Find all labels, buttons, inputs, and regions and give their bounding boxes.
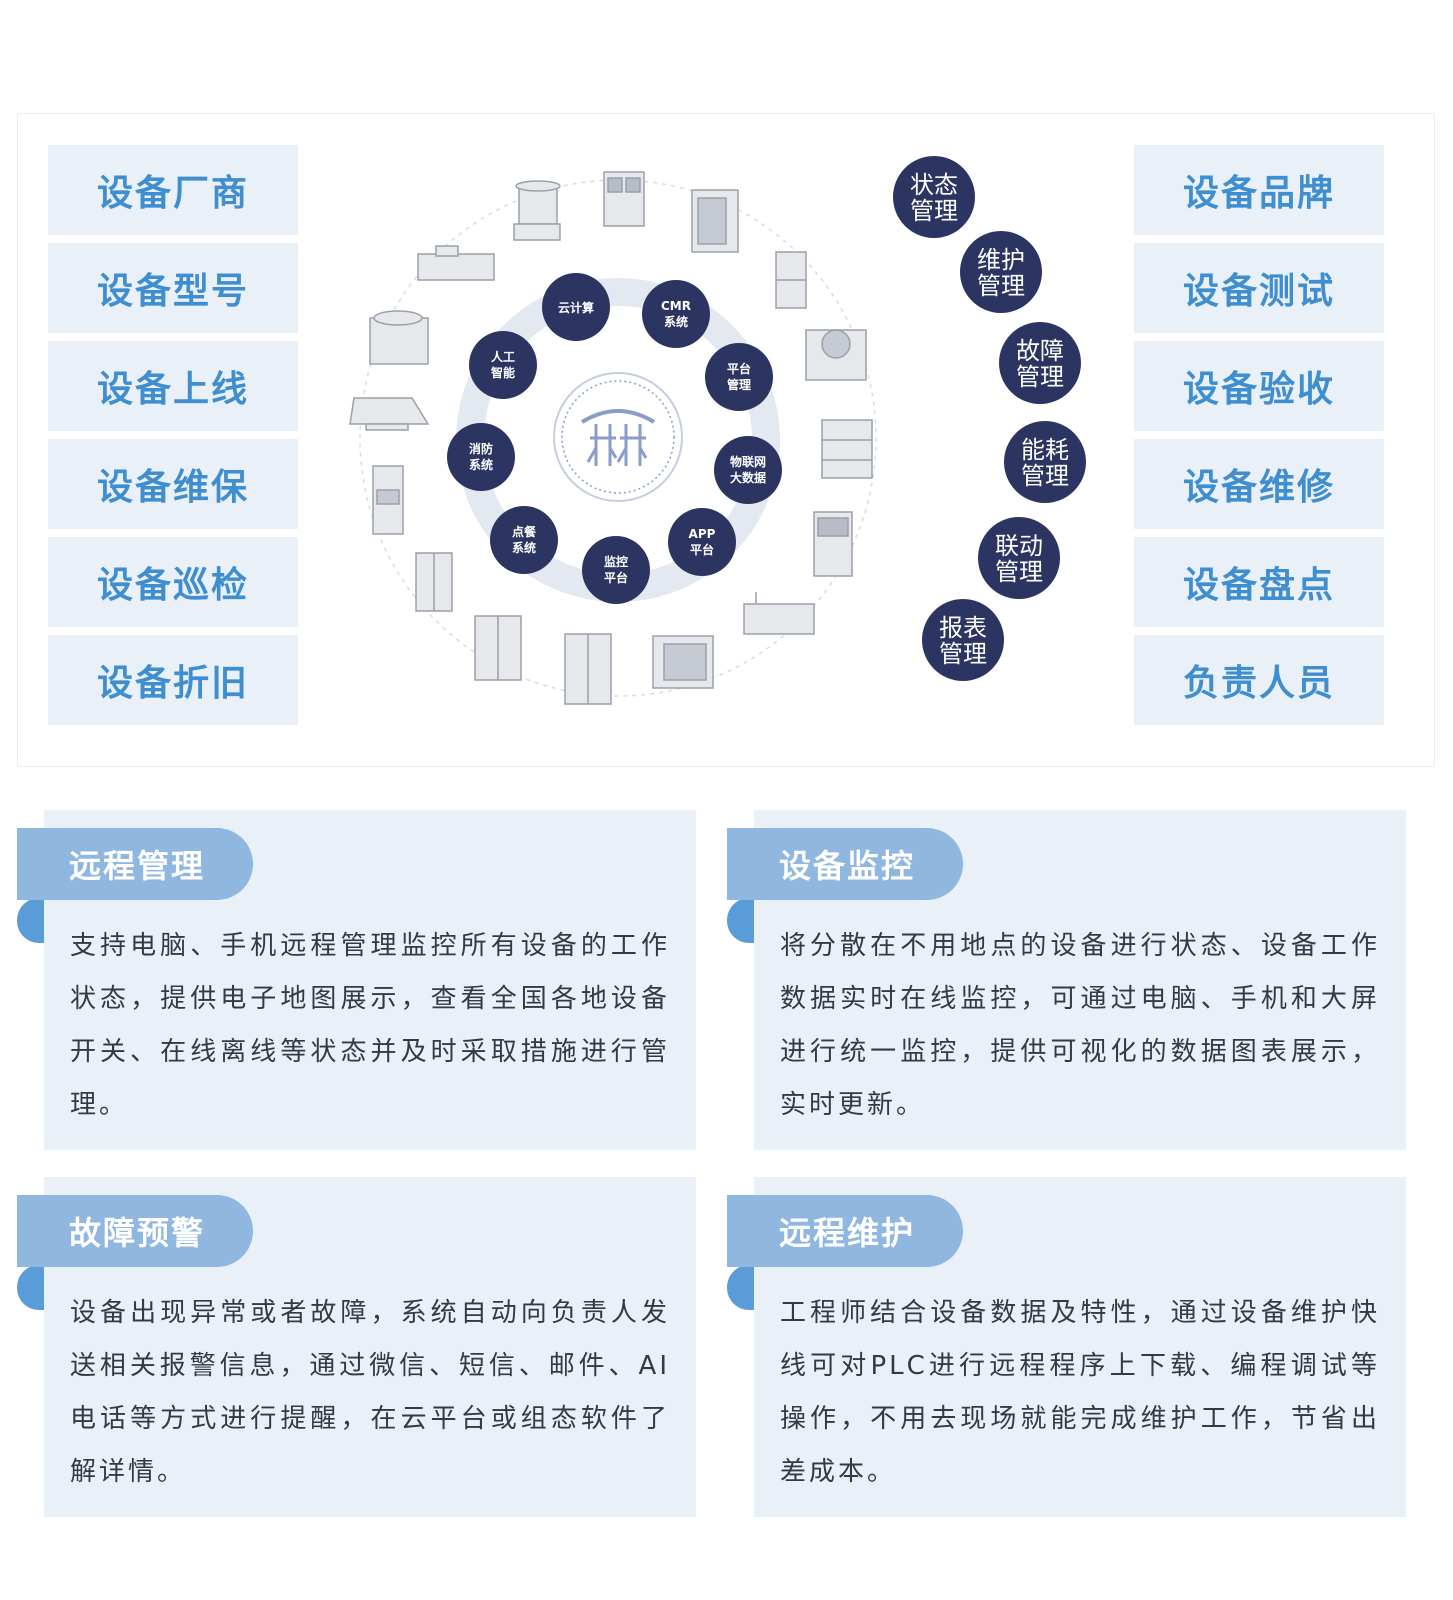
right-tag: 设备验收 — [1134, 341, 1384, 431]
left-tag: 设备维保 — [48, 439, 298, 529]
card-title: 设备监控 — [727, 828, 963, 900]
right-tag: 设备盘点 — [1134, 537, 1384, 627]
right-tag: 设备维修 — [1134, 439, 1384, 529]
left-tag: 设备巡检 — [48, 537, 298, 627]
card-description: 工程师结合设备数据及特性，通过设备维护快线可对PLC进行远程程序上下载、编程调试… — [780, 1298, 1380, 1487]
card-description: 将分散在不用地点的设备进行状态、设备工作数据实时在线监控，可通过电脑、手机和大屏… — [780, 931, 1380, 1120]
right-tag: 负责人员 — [1134, 635, 1384, 725]
left-tag: 设备折旧 — [48, 635, 298, 725]
card-title: 故障预警 — [17, 1195, 253, 1267]
left-tag: 设备型号 — [48, 243, 298, 333]
card-title: 远程维护 — [727, 1195, 963, 1267]
card-tab-fold — [727, 1265, 754, 1310]
left-tag: 设备上线 — [48, 341, 298, 431]
left-tag: 设备厂商 — [48, 145, 298, 235]
right-tag: 设备测试 — [1134, 243, 1384, 333]
card-tab-fold — [17, 1265, 44, 1310]
right-tag: 设备品牌 — [1134, 145, 1384, 235]
card-description: 设备出现异常或者故障，系统自动向负责人发送相关报警信息，通过微信、短信、邮件、A… — [70, 1298, 670, 1487]
card-description: 支持电脑、手机远程管理监控所有设备的工作状态，提供电子地图展示，查看全国各地设备… — [70, 931, 670, 1120]
card-tab-fold — [727, 898, 754, 943]
card-tab-fold — [17, 898, 44, 943]
card-title: 远程管理 — [17, 828, 253, 900]
